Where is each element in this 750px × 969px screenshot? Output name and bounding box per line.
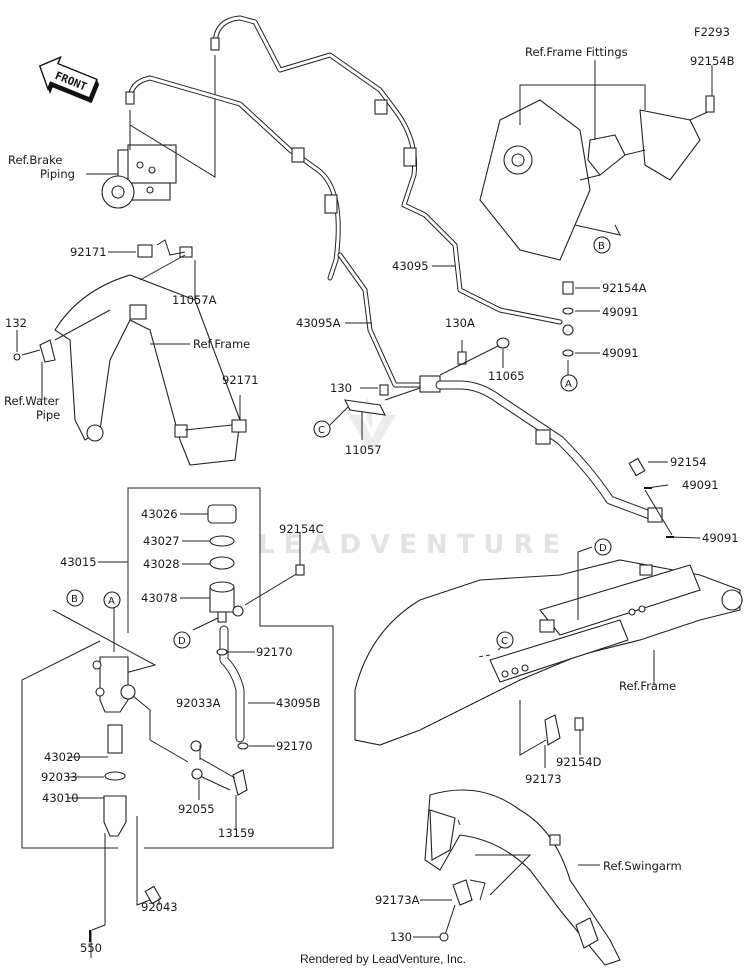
part-43010[interactable]: 43010: [42, 791, 79, 805]
callout-a-right: A: [560, 374, 578, 392]
part-92170-b[interactable]: 92170: [276, 739, 313, 753]
part-130A[interactable]: 130A: [445, 316, 475, 330]
callout-b-top: B: [593, 236, 611, 254]
callout-d-left: D: [173, 631, 191, 649]
svg-text:C: C: [318, 425, 325, 436]
ref-swingarm-label: Ref.Swingarm: [603, 859, 682, 873]
part-11065[interactable]: 11065: [488, 369, 525, 383]
part-49091-b[interactable]: 49091: [602, 346, 639, 360]
ref-brake-piping-label-1: Ref.Brake: [8, 153, 62, 167]
frame-upper-left: [13, 239, 247, 466]
callout-a-left: A: [103, 591, 121, 609]
footer-credit: Rendered by LeadVenture, Inc.: [300, 952, 466, 966]
part-43095[interactable]: 43095: [392, 259, 429, 273]
svg-text:A: A: [565, 379, 572, 390]
callout-c-right: C: [496, 631, 514, 649]
front-arrow-icon: FRONT: [38, 55, 100, 104]
part-92033[interactable]: 92033: [41, 770, 78, 784]
callout-b-left: B: [66, 589, 84, 607]
part-92154B[interactable]: 92154B: [690, 54, 735, 68]
part-92033A[interactable]: 92033A: [176, 696, 221, 710]
part-92173A[interactable]: 92173A: [375, 893, 420, 907]
banjo-fittings-upper: [562, 281, 600, 375]
part-43027[interactable]: 43027: [143, 534, 180, 548]
svg-text:D: D: [599, 543, 607, 554]
brake-pipes: [125, 15, 563, 388]
part-43015[interactable]: 43015: [60, 555, 97, 569]
frame-lower-right: [354, 546, 743, 768]
part-49091-d[interactable]: 49091: [702, 531, 739, 545]
callout-d-right: D: [594, 538, 612, 556]
part-43095B[interactable]: 43095B: [276, 696, 321, 710]
part-43078[interactable]: 43078: [141, 591, 178, 605]
part-92043[interactable]: 92043: [141, 900, 178, 914]
diagram-code: F2293: [694, 25, 730, 39]
part-132[interactable]: 132: [5, 316, 27, 330]
part-92171-top[interactable]: 92171: [70, 245, 107, 259]
part-49091-a[interactable]: 49091: [602, 305, 639, 319]
ref-frame-fittings-label: Ref.Frame Fittings: [525, 45, 628, 59]
part-92154D[interactable]: 92154D: [556, 755, 602, 769]
svg-text:B: B: [598, 241, 605, 252]
part-92154C[interactable]: 92154C: [279, 522, 324, 536]
part-130-bot[interactable]: 130: [390, 930, 412, 944]
svg-text:C: C: [501, 636, 508, 647]
swingarm: [424, 789, 621, 966]
ref-frame-upper-label: Ref.Frame: [193, 337, 250, 351]
part-92170-a[interactable]: 92170: [256, 645, 293, 659]
frame-fittings: [479, 60, 715, 261]
ref-frame-lower-label: Ref.Frame: [619, 679, 676, 693]
part-92173[interactable]: 92173: [525, 772, 562, 786]
reservoir-cap: [207, 504, 237, 524]
junction-hose: [329, 337, 663, 523]
banjo-fittings-lower: [628, 457, 701, 539]
part-92055[interactable]: 92055: [178, 802, 215, 816]
watermark: LEADVENTURE: [258, 395, 569, 560]
part-43020[interactable]: 43020: [44, 750, 81, 764]
part-43026[interactable]: 43026: [141, 507, 178, 521]
abs-unit: [101, 55, 216, 209]
svg-text:A: A: [108, 596, 115, 607]
part-43095A[interactable]: 43095A: [296, 316, 341, 330]
part-550[interactable]: 550: [80, 941, 102, 955]
part-43028[interactable]: 43028: [143, 557, 180, 571]
part-49091-c[interactable]: 49091: [682, 478, 719, 492]
watermark-logo-icon: [348, 415, 396, 455]
part-11057[interactable]: 11057: [345, 443, 382, 457]
part-13159[interactable]: 13159: [218, 826, 255, 840]
svg-text:B: B: [71, 594, 78, 605]
ref-water-pipe-label-2: Pipe: [36, 408, 60, 422]
master-cylinder-group: [21, 487, 334, 958]
piston: [107, 724, 123, 754]
part-11057A[interactable]: 11057A: [172, 293, 217, 307]
ref-brake-piping-label-2: Piping: [40, 167, 75, 181]
ref-water-pipe-label-1: Ref.Water: [4, 394, 60, 408]
part-130-top[interactable]: 130: [330, 381, 352, 395]
callout-c-mid: C: [313, 420, 331, 438]
svg-text:D: D: [178, 636, 186, 647]
part-92171-bot[interactable]: 92171: [222, 373, 259, 387]
watermark-text: LEADVENTURE: [258, 530, 569, 560]
part-92154[interactable]: 92154: [670, 455, 707, 469]
part-92154A[interactable]: 92154A: [602, 281, 647, 295]
